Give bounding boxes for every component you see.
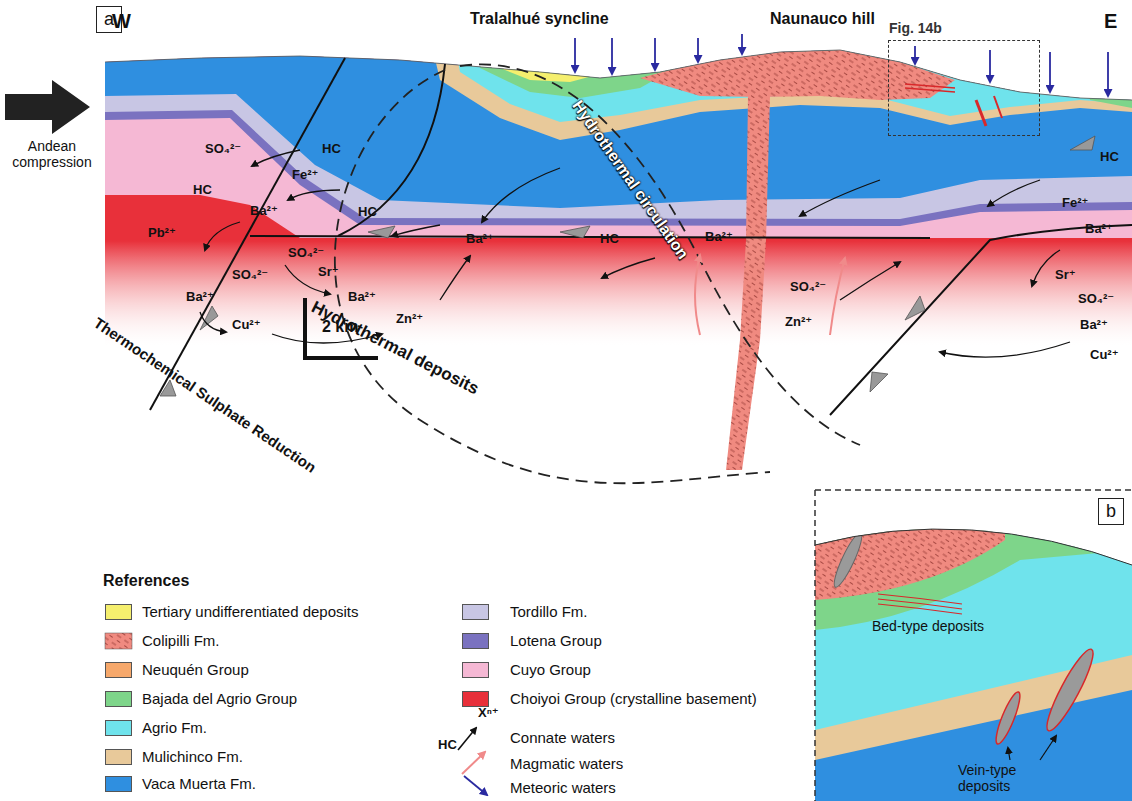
legend-swatch xyxy=(462,633,489,649)
ion-label: Ba²⁺ xyxy=(466,232,494,247)
ion-label: HC xyxy=(1100,150,1119,165)
legend-text: Magmatic waters xyxy=(510,755,623,772)
panel-letter-box: b xyxy=(1098,498,1124,525)
ion-label: SO₄²⁻ xyxy=(288,246,324,261)
panel-letter: b xyxy=(1106,501,1116,522)
ion-label: Sr⁺ xyxy=(1055,268,1076,283)
legend-swatch xyxy=(105,604,132,620)
legend-swatch xyxy=(105,720,132,736)
ion-label: HC xyxy=(193,183,212,198)
compass-label: E xyxy=(1104,10,1117,33)
figure-ref: Fig. 14b xyxy=(889,20,942,36)
legend-swatch xyxy=(105,749,132,765)
ion-label: Ba²⁺ xyxy=(348,290,376,305)
ion-label: Ba²⁺ xyxy=(1085,222,1113,237)
legend-text: Lotena Group xyxy=(510,632,602,649)
legend-text: Choiyoi Group (crystalline basement) xyxy=(510,690,757,707)
legend-swatch xyxy=(462,604,489,620)
figure-frame: Fig. 14b xyxy=(888,40,1040,136)
legend-text: Neuquén Group xyxy=(142,661,249,678)
ion-label: SO₄²⁻ xyxy=(790,280,826,295)
arrow-label: Andean compression xyxy=(2,138,102,170)
legend-swatch xyxy=(105,776,132,792)
legend-text: Tordillo Fm. xyxy=(510,603,588,620)
ion-label: Cu²⁺ xyxy=(232,318,261,333)
ion-label: Fe²⁺ xyxy=(292,168,318,183)
deposit-label: Vein-type deposits xyxy=(958,762,1048,794)
ion-label: SO₄²⁻ xyxy=(1078,292,1114,307)
legend-text: Vaca Muerta Fm. xyxy=(142,775,256,792)
ion-label: Zn²⁺ xyxy=(396,312,423,327)
legend-text: Agrio Fm. xyxy=(142,719,207,736)
legend-swatch xyxy=(105,691,132,707)
legend-text: Meteoric waters xyxy=(510,779,616,796)
legend-text: Tertiary undifferentiated deposits xyxy=(142,603,359,620)
ion-label: Ba²⁺ xyxy=(705,230,733,245)
legend-text: Colipilli Fm. xyxy=(142,632,220,649)
ion-label: Pb²⁺ xyxy=(148,226,176,241)
legend-heading: References xyxy=(103,572,189,590)
ion-label: HC xyxy=(322,142,341,157)
ion-label: Cu²⁺ xyxy=(1090,348,1119,363)
compass-label: W xyxy=(112,10,131,33)
deposit-label: Bed-type deposits xyxy=(872,618,984,634)
ion-label: HC xyxy=(600,232,619,247)
ion-label: Ba²⁺ xyxy=(1080,318,1108,333)
place-label: Tralalhué syncline xyxy=(470,10,609,28)
ion-label: Sr⁺ xyxy=(318,265,339,280)
legend-text: Mulichinco Fm. xyxy=(142,748,243,765)
legend-sample-label: Xⁿ⁺ xyxy=(478,706,499,721)
ion-label: SO₄²⁻ xyxy=(205,142,241,157)
legend-text: Connate waters xyxy=(510,729,615,746)
scale-label: 2 km xyxy=(322,318,358,336)
ion-label: SO₄²⁻ xyxy=(232,268,268,283)
ion-label: Ba²⁺ xyxy=(250,204,278,219)
place-label: Naunauco hill xyxy=(770,10,875,28)
legend-sample-label: HC xyxy=(438,738,457,753)
ion-label: Fe²⁺ xyxy=(1062,196,1088,211)
legend-text: Bajada del Agrio Group xyxy=(142,690,297,707)
legend-text: Cuyo Group xyxy=(510,661,591,678)
legend-swatch xyxy=(105,662,132,678)
ion-label: Ba²⁺ xyxy=(186,290,214,305)
ion-label: HC xyxy=(358,205,377,220)
legend-swatch xyxy=(462,662,489,678)
ion-label: Zn²⁺ xyxy=(785,315,812,330)
legend-swatch xyxy=(462,691,489,707)
